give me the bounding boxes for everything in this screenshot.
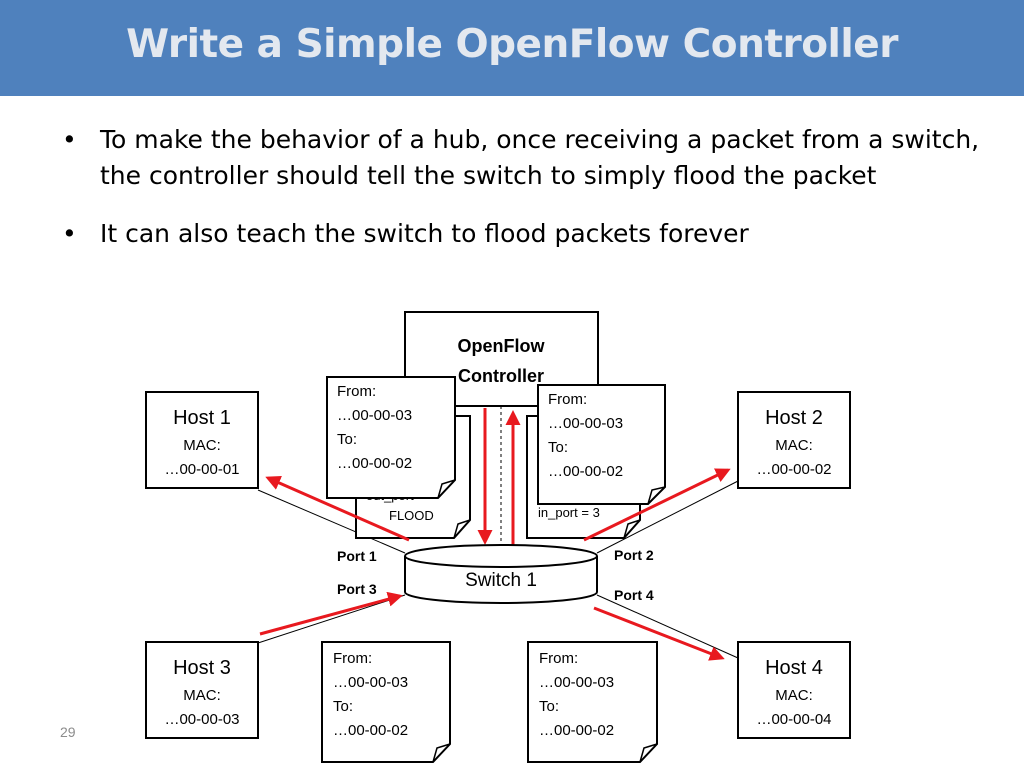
switch-body xyxy=(404,556,598,604)
packet-src: …00-00-03 xyxy=(548,415,623,432)
controller-label-line2: Controller xyxy=(458,366,544,386)
host-3-mac: …00-00-03 xyxy=(164,711,239,728)
host-1-mac-label: MAC: xyxy=(183,437,221,454)
port-4-label: Port 4 xyxy=(614,587,654,603)
host-1-box xyxy=(145,391,259,489)
note-fold xyxy=(437,479,456,499)
packet-to-label: To: xyxy=(548,439,568,456)
packet-in-port: in_port = 3 xyxy=(538,505,600,520)
controller-label-line1: OpenFlow xyxy=(458,336,546,356)
packet-note xyxy=(537,384,666,505)
switch-label: Switch 1 xyxy=(465,570,537,591)
note-fold xyxy=(639,743,658,763)
packet-from-label: From: xyxy=(337,383,376,400)
slide-title: Write a Simple OpenFlow Controller xyxy=(126,22,898,67)
packet-dst: …00-00-02 xyxy=(337,455,412,472)
arrow-flood-to-host2 xyxy=(583,468,731,542)
arrow-flood-to-host4 xyxy=(593,606,725,661)
packet-note xyxy=(321,641,451,763)
packet-to-label: To: xyxy=(539,698,559,715)
packet-note xyxy=(527,641,658,763)
packet-to-label: To: xyxy=(333,698,353,715)
port-1-label: Port 1 xyxy=(337,548,377,564)
host-2-mac: …00-00-02 xyxy=(756,461,831,478)
host-4-box xyxy=(737,641,851,739)
bullet-list: To make the behavior of a hub, once rece… xyxy=(60,122,990,274)
host-2-mac-label: MAC: xyxy=(775,437,813,454)
packet-from-label: From: xyxy=(548,391,587,408)
host-2-name: Host 2 xyxy=(765,407,823,429)
host-3-mac-label: MAC: xyxy=(183,687,221,704)
packet-from-label: From: xyxy=(539,650,578,667)
port-2-label: Port 2 xyxy=(614,547,654,563)
host-4-mac-label: MAC: xyxy=(775,687,813,704)
packet-from-label: From: xyxy=(333,650,372,667)
packet-note xyxy=(326,376,456,499)
packet-dst: …00-00-02 xyxy=(539,722,614,739)
link-host2 xyxy=(596,479,741,554)
link-host1 xyxy=(257,489,406,554)
bullet-item: To make the behavior of a hub, once rece… xyxy=(60,122,990,194)
arrow-flood-to-host1 xyxy=(265,475,410,542)
slide-number: 29 xyxy=(60,724,76,740)
host-4-name: Host 4 xyxy=(765,657,823,679)
host-1-name: Host 1 xyxy=(173,407,231,429)
bullet-item: It can also teach the switch to flood pa… xyxy=(60,216,990,252)
packet-dst: …00-00-02 xyxy=(548,463,623,480)
arrow-host3-to-switch xyxy=(259,591,403,636)
note-fold xyxy=(647,486,666,505)
title-bar xyxy=(0,0,1024,96)
host-4-mac: …00-00-04 xyxy=(756,711,831,728)
flow-rule-flood: FLOOD xyxy=(389,508,434,523)
link-host3 xyxy=(257,594,406,644)
switch-top xyxy=(404,544,598,568)
packet-to-label: To: xyxy=(337,431,357,448)
note-fold xyxy=(432,743,451,763)
host-3-box xyxy=(145,641,259,739)
packet-src: …00-00-03 xyxy=(539,674,614,691)
packet-src: …00-00-03 xyxy=(337,407,412,424)
port-3-label: Port 3 xyxy=(337,581,377,597)
host-1-mac: …00-00-01 xyxy=(164,461,239,478)
packet-dst: …00-00-02 xyxy=(333,722,408,739)
host-3-name: Host 3 xyxy=(173,657,231,679)
note-fold xyxy=(623,519,641,539)
host-2-box xyxy=(737,391,851,489)
note-fold xyxy=(453,519,471,539)
packet-src: …00-00-03 xyxy=(333,674,408,691)
